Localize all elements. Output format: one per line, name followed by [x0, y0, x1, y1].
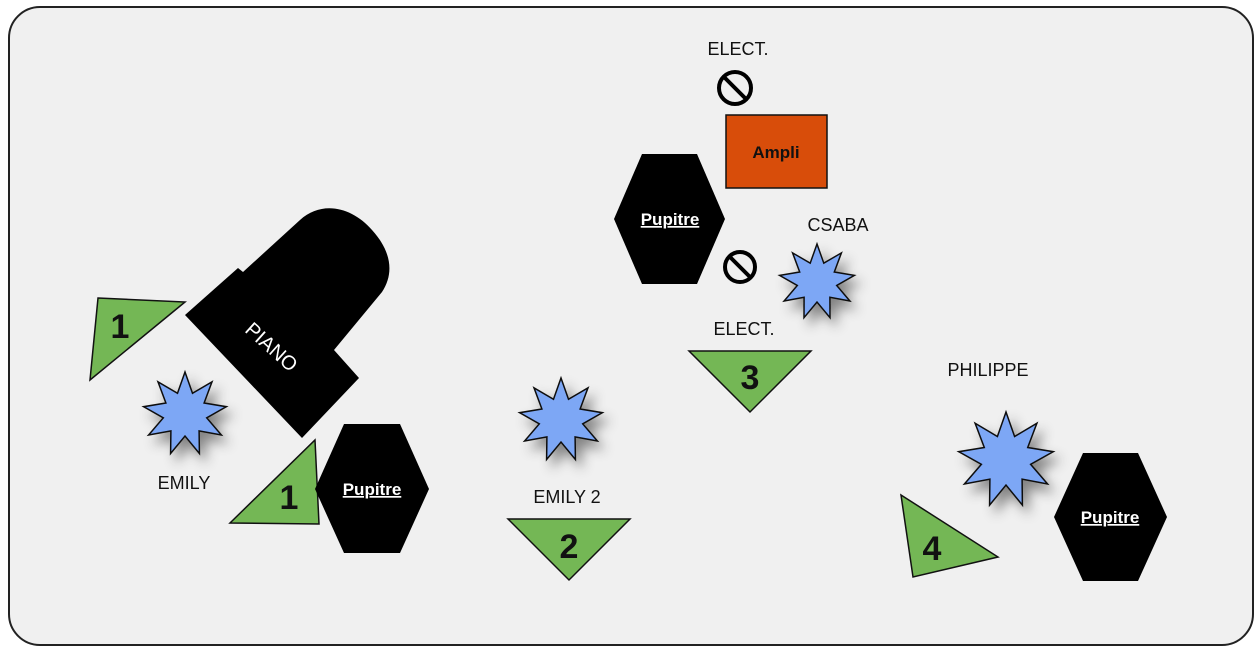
musician-emily-star-icon — [141, 369, 229, 456]
monitor-3-number: 3 — [741, 359, 760, 397]
monitor-2-number: 2 — [560, 528, 579, 566]
pupitre-right-label: Pupitre — [1081, 508, 1140, 527]
piano: PIANO — [185, 208, 390, 438]
musician-emily2-star-icon — [517, 375, 605, 462]
monitor-3: 3 — [687, 350, 813, 414]
pupitre-right: Pupitre — [1054, 453, 1167, 581]
musician-label-emily2: EMILY 2 — [533, 487, 600, 507]
musician-philippe-star-icon — [956, 409, 1056, 508]
ampli-box: Ampli — [725, 114, 828, 189]
pupitre-top: Pupitre — [614, 154, 725, 284]
no-entry-icon — [723, 250, 757, 284]
musician-csaba-star-icon — [777, 241, 857, 320]
musician-label-philippe: PHILIPPE — [947, 360, 1028, 380]
monitor-1-piano: 1 — [89, 297, 187, 382]
stage-plot: PIANO 1 1 2 3 4 Pupitre Pupitre Pupitre … — [8, 6, 1254, 646]
monitor-1-piano-number: 1 — [111, 308, 130, 346]
pupitre-top-label: Pupitre — [641, 210, 700, 229]
monitor-1-pupitre: 1 — [228, 438, 320, 525]
elect-label-bottom: ELECT. — [713, 319, 774, 339]
elect-label-top: ELECT. — [707, 39, 768, 59]
no-entry-icon — [717, 70, 753, 106]
monitor-2: 2 — [506, 518, 632, 582]
monitor-4: 4 — [900, 493, 1000, 578]
pupitre-left-label: Pupitre — [343, 480, 402, 499]
pupitre-left: Pupitre — [315, 424, 429, 553]
ampli-label: Ampli — [752, 143, 799, 162]
musician-label-emily: EMILY — [158, 473, 211, 493]
monitor-4-number: 4 — [923, 530, 942, 568]
musician-label-csaba: CSABA — [807, 215, 868, 235]
monitor-1-pupitre-number: 1 — [280, 479, 299, 517]
